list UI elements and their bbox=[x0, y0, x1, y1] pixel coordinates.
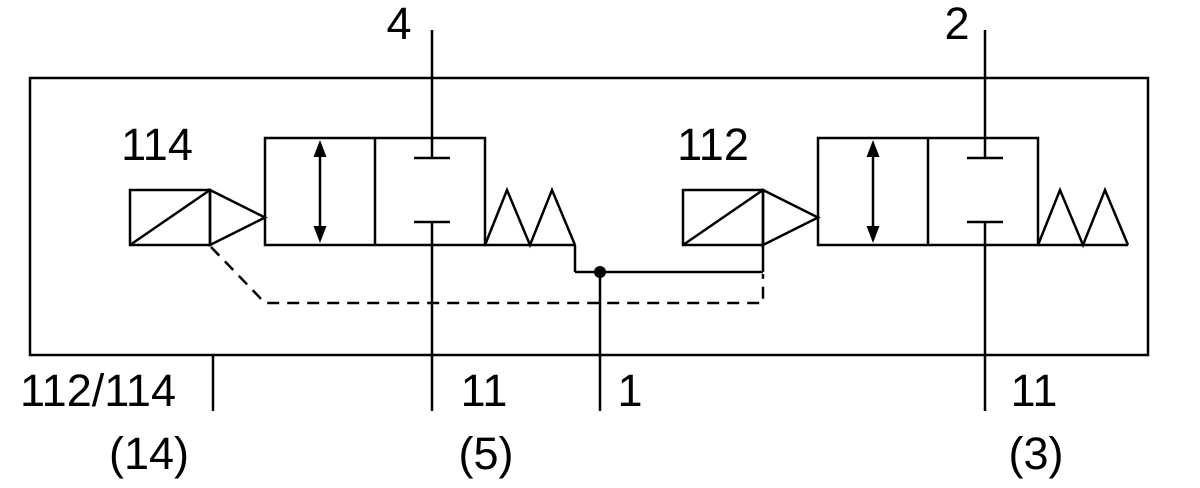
manifold-housing bbox=[28, 76, 1150, 357]
pilot-triangle-icon bbox=[761, 187, 821, 248]
double-arrow-icon bbox=[313, 140, 327, 243]
pilot-triangle-icon bbox=[208, 187, 268, 248]
spring-return-icon bbox=[1036, 186, 1130, 249]
pilot-line-dashed bbox=[210, 246, 765, 305]
spring-return-icon bbox=[483, 186, 577, 249]
port-paren-5-label: (5) bbox=[458, 428, 514, 479]
solenoid-diagonal bbox=[129, 188, 211, 247]
valve-112-symbol bbox=[681, 30, 1130, 411]
solenoid-label-112: 112 bbox=[677, 119, 749, 170]
port-label-11-right: 11 bbox=[1010, 365, 1058, 416]
port-label-1: 1 bbox=[617, 365, 643, 416]
double-arrow-icon bbox=[866, 140, 880, 243]
port-label-4: 4 bbox=[386, 0, 412, 49]
valve-114-symbol bbox=[128, 30, 577, 411]
pilot-ports-label: 112/114 bbox=[20, 365, 176, 416]
port-paren-3-label: (3) bbox=[1008, 428, 1064, 479]
solenoid-label-114: 114 bbox=[121, 119, 193, 170]
pilot-ports-paren-label: (14) bbox=[108, 428, 190, 479]
supply-connections bbox=[573, 245, 765, 411]
solenoid-diagonal bbox=[682, 188, 764, 247]
port-label-2: 2 bbox=[944, 0, 970, 49]
port-label-11-left: 11 bbox=[460, 365, 508, 416]
